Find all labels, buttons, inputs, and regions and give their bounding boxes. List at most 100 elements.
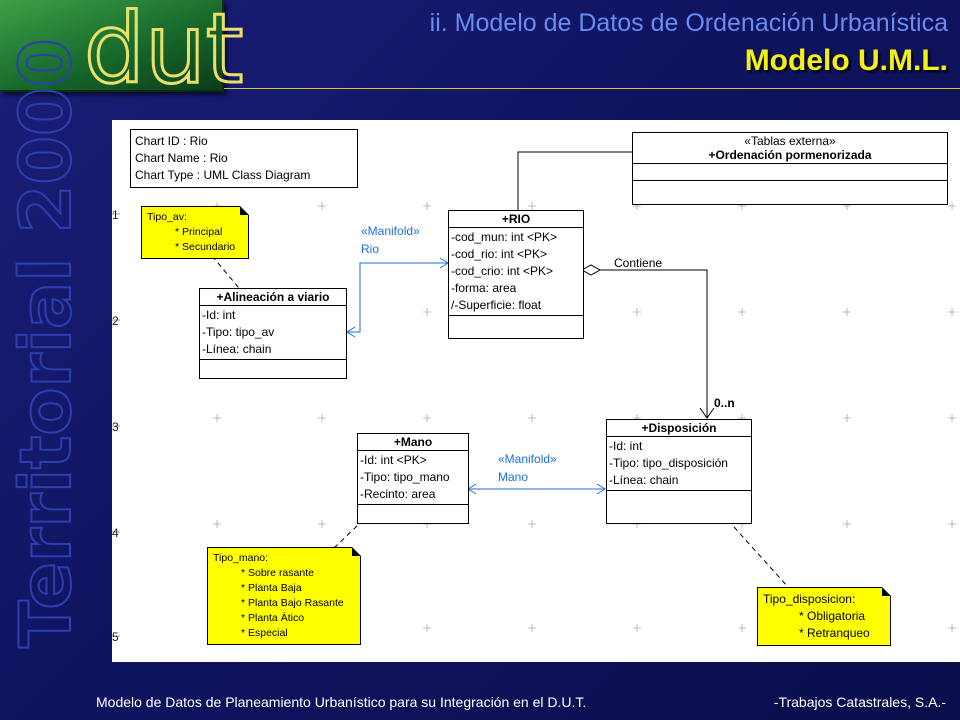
grid-mark: + <box>632 517 642 531</box>
grid-mark: + <box>422 517 432 531</box>
contiene-arrowhead <box>699 407 715 419</box>
grid-mark: + <box>947 411 957 425</box>
contiene-association <box>582 269 708 418</box>
class-name: +Alineación a viario <box>200 289 346 306</box>
multiplicity-label: 0..n <box>714 396 735 410</box>
grid-mark: + <box>422 305 432 319</box>
svg-text:Territorial 2000: Territorial 2000 <box>5 39 87 648</box>
grid-mark: + <box>947 305 957 319</box>
contiene-label: Contiene <box>614 256 663 270</box>
note-item: * Especial <box>241 627 288 639</box>
class-name: +RIO <box>449 211 583 228</box>
footer-right: -Trabajos Catastrales, S.A.- <box>773 694 946 710</box>
grid-mark: + <box>527 621 537 635</box>
grid-mark: + <box>947 199 957 213</box>
dut-logo: dut <box>0 0 245 107</box>
grid-mark: + <box>842 411 852 425</box>
ruler-label: 5 <box>112 630 119 644</box>
grid-mark: + <box>737 517 747 531</box>
class-attribute: -Tipo: tipo_mano <box>360 470 450 484</box>
note-item: * Planta Ático <box>241 612 305 624</box>
grid-mark: + <box>212 517 222 531</box>
grid-mark: + <box>632 411 642 425</box>
grid-mark: + <box>422 411 432 425</box>
note-item: * Principal <box>175 226 223 238</box>
ruler-label: 4 <box>112 526 119 540</box>
grid-mark: + <box>527 199 537 213</box>
side-title: Territorial 2000 <box>4 38 88 649</box>
manifold-rio-link <box>347 262 448 333</box>
note-title: Tipo_av: <box>147 211 187 223</box>
chart-name: Chart Name : Rio <box>135 151 228 165</box>
grid-mark: + <box>527 517 537 531</box>
class-name: +Mano <box>358 434 468 451</box>
section-title: ii. Modelo de Datos de Ordenación Urbaní… <box>429 9 948 37</box>
note-item: * Obligatoria <box>799 609 866 623</box>
chart-id: Chart ID : Rio <box>135 134 208 148</box>
manifold-rio-label: Rio <box>361 242 380 256</box>
logo-text: dut <box>84 0 243 105</box>
dut-logo-mark: dut <box>83 0 245 107</box>
grid-mark: + <box>527 411 537 425</box>
note-link-tipo-mano <box>333 524 359 549</box>
class-ops-section <box>449 316 583 338</box>
note-tipo-disposicion[interactable]: Tipo_disposicion: * Obligatoria * Retran… <box>757 587 891 646</box>
class-ops-section <box>358 505 468 523</box>
grid-mark: + <box>842 517 852 531</box>
class-ordenacion-pormenorizada[interactable]: «Tablas externa» +Ordenación pormenoriza… <box>632 132 948 205</box>
class-attribute: -Id: int <box>609 439 643 453</box>
manifold-mano-label: Mano <box>498 470 529 484</box>
class-mano[interactable]: +Mano -Id: int <PK> -Tipo: tipo_mano -Re… <box>357 433 469 524</box>
class-attrs-section <box>633 164 947 181</box>
class-alineacion-a-viario[interactable]: +Alineación a viario -Id: int -Tipo: tip… <box>199 288 347 379</box>
note-item: * Planta Baja <box>241 582 302 594</box>
chart-info-box[interactable]: Chart ID : Rio Chart Name : Rio Chart Ty… <box>130 129 358 188</box>
class-attribute: -Línea: chain <box>202 342 272 356</box>
class-attribute: -cod_crio: int <PK> <box>451 264 554 278</box>
title-divider <box>224 88 960 89</box>
grid-mark: + <box>842 305 852 319</box>
note-tipo-av[interactable]: Tipo_av: * Principal * Secundario <box>141 206 249 259</box>
ruler-label: 3 <box>112 420 119 434</box>
note-tipo-mano[interactable]: Tipo_mano: * Sobre rasante * Planta Baja… <box>207 547 361 645</box>
note-link-tipo-av <box>211 255 240 289</box>
grid-mark: + <box>212 411 222 425</box>
class-stereotype: «Tablas externa» <box>744 134 836 148</box>
manifold-rio-stereotype: «Manifold» <box>361 224 420 238</box>
grid-mark: + <box>422 199 432 213</box>
class-ops-section <box>607 491 751 523</box>
grid-mark: + <box>632 199 642 213</box>
ruler-label: 2 <box>112 314 119 328</box>
class-attribute: -Recinto: area <box>360 487 436 501</box>
class-attribute: -Id: int <PK> <box>360 453 427 467</box>
grid-mark: + <box>737 305 747 319</box>
grid-mark: + <box>737 199 747 213</box>
grid-mark: + <box>737 411 747 425</box>
grid-mark: + <box>317 411 327 425</box>
footer-left: Modelo de Datos de Planeamiento Urbaníst… <box>96 694 587 710</box>
class-ops-section <box>200 360 346 378</box>
grid-mark: + <box>947 621 957 635</box>
note-item: * Retranqueo <box>799 626 870 640</box>
manifold-mano-stereotype: «Manifold» <box>498 452 557 466</box>
class-attribute: -Línea: chain <box>609 473 679 487</box>
grid-mark: + <box>632 621 642 635</box>
class-rio[interactable]: +RIO -cod_mun: int <PK> -cod_rio: int <P… <box>448 210 584 339</box>
grid-mark: + <box>317 517 327 531</box>
class-disposicion[interactable]: +Disposición -Id: int -Tipo: tipo_dispos… <box>606 419 752 524</box>
class-attribute: -cod_mun: int <PK> <box>451 230 558 244</box>
note-item: * Sobre rasante <box>241 567 314 579</box>
ruler-label: 1 <box>112 208 119 222</box>
grid-mark: + <box>632 305 642 319</box>
class-attribute: -Tipo: tipo_av <box>202 325 275 339</box>
class-attribute: -Tipo: tipo_disposición <box>609 456 728 470</box>
class-name: +Disposición <box>607 420 751 437</box>
slide-title: Modelo U.M.L. <box>744 44 948 77</box>
class-attribute: -Id: int <box>202 308 236 322</box>
note-link-tipo-disposicion <box>733 526 789 588</box>
note-item: * Planta Bajo Rasante <box>241 597 344 609</box>
chart-type: Chart Type : UML Class Diagram <box>135 168 311 182</box>
grid-mark: + <box>422 621 432 635</box>
note-title: Tipo_disposicion: <box>763 592 856 606</box>
class-attribute: -cod_rio: int <PK> <box>451 247 548 261</box>
